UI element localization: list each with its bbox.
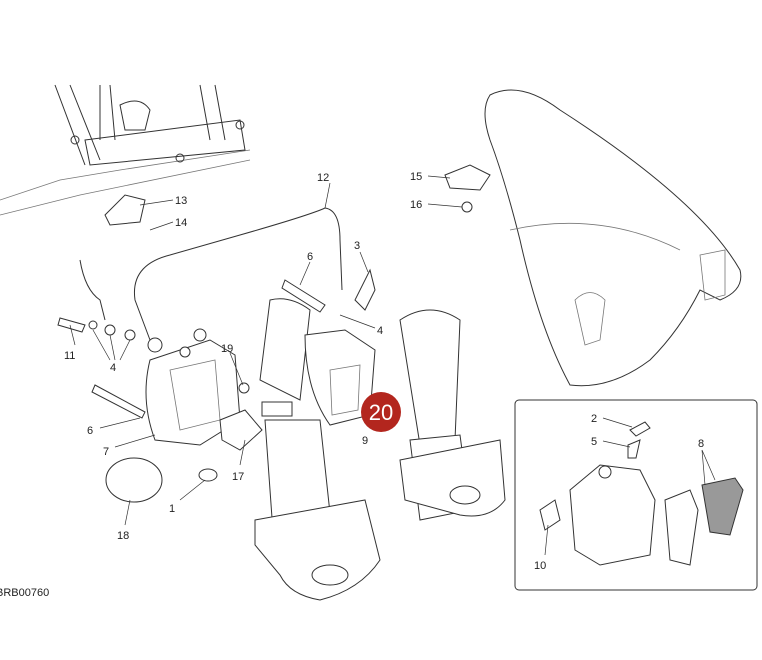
page-badge-number: 20 [369,400,393,425]
drawing-code: BRB00760 [0,587,49,599]
bracket-13-drawing [104,194,146,226]
callout-17: 17 [232,471,244,483]
front-fender-drawing [484,89,742,387]
callout-labels: 12 13 14 15 16 3 6 4 11 4 19 6 7 17 1 18… [0,171,704,599]
left-caliper-drawing [57,317,263,503]
callout-16: 16 [410,199,422,211]
callout-10: 10 [534,560,546,572]
callout-5: 5 [591,436,597,448]
callout-7: 7 [103,446,109,458]
callout-3: 3 [354,240,360,252]
callout-1: 1 [169,503,175,515]
callout-11: 11 [64,350,75,362]
page-badge: 20 [361,392,401,432]
callout-4-right: 4 [377,325,383,337]
right-caliper-drawing [281,268,376,426]
frame-drawing [0,84,251,216]
brake-hose-drawing [133,207,343,341]
callout-2: 2 [591,413,597,425]
fork-drawing [254,298,506,601]
callout-4-left: 4 [110,362,116,374]
bracket-15-drawing [444,164,491,191]
callout-15: 15 [410,171,422,183]
callout-13: 13 [175,195,187,207]
callout-14: 14 [175,217,187,229]
callout-9: 9 [362,435,368,447]
page-badge-circle [361,392,401,432]
callout-19: 19 [221,343,233,355]
brake-pads-inset [514,399,758,591]
callout-12: 12 [317,172,329,184]
callout-8: 8 [698,438,704,450]
callout-6-lower: 6 [87,425,93,437]
leader-lines [69,175,716,556]
callout-18: 18 [117,530,129,542]
callout-6-upper: 6 [307,251,313,263]
